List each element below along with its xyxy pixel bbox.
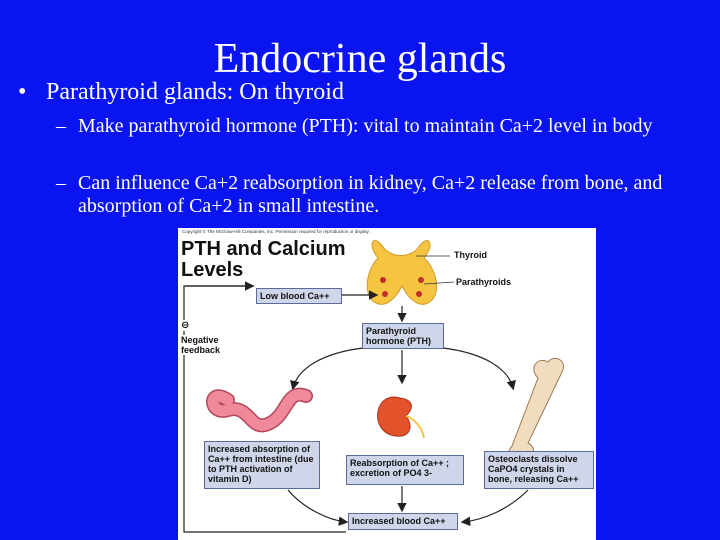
kidney-illustration — [378, 397, 424, 438]
subbullet-text: Make parathyroid hormone (PTH): vital to… — [56, 115, 706, 138]
bullet-parathyroid: •Parathyroid glands: On thyroid — [18, 78, 344, 106]
bullet-marker: • — [18, 78, 46, 106]
label-thyroid: Thyroid — [454, 250, 487, 260]
box-intestine-absorption: Increased absorption of Ca++ from intest… — [204, 441, 320, 489]
subbullet-marker: – — [56, 172, 66, 195]
pth-calcium-figure: Copyright © The McGraw-Hill Companies, I… — [178, 228, 596, 540]
label-negative-feedback: Negative feedback — [181, 335, 241, 355]
figure-title-line: Levels — [181, 260, 345, 281]
subbullet-marker: – — [56, 115, 66, 138]
figure-title-line: PTH and Calcium — [181, 239, 345, 260]
intestine-illustration — [213, 395, 306, 426]
thyroid-gland-illustration — [367, 241, 436, 305]
box-increased-blood-calcium: Increased blood Ca++ — [348, 513, 458, 530]
label-parathyroids: Parathyroids — [456, 277, 511, 287]
figure-title: PTH and Calcium Levels — [181, 239, 345, 281]
box-low-blood-calcium: Low blood Ca++ — [256, 288, 342, 304]
parathyroid-dot — [416, 291, 422, 297]
subbullet-influence: – Can influence Ca+2 reabsorption in kid… — [56, 172, 706, 218]
figure-copyright: Copyright © The McGraw-Hill Companies, I… — [182, 229, 370, 234]
parathyroid-dot — [382, 291, 388, 297]
negative-sign-icon: ⊖ — [181, 320, 189, 331]
parathyroid-dot — [418, 277, 424, 283]
bullet-text: Parathyroid glands: On thyroid — [46, 79, 344, 105]
subbullet-pth: – Make parathyroid hormone (PTH): vital … — [56, 115, 706, 138]
parathyroid-dot — [380, 277, 386, 283]
slide-title: Endocrine glands — [0, 36, 720, 82]
subbullet-text: Can influence Ca+2 reabsorption in kidne… — [56, 172, 706, 218]
bone-illustration — [509, 358, 563, 459]
box-kidney-reabsorption: Reabsorption of Ca++ ; excretion of PO4 … — [346, 455, 464, 485]
box-pth: Parathyroid hormone (PTH) — [362, 323, 444, 349]
box-bone-osteoclasts: Osteoclasts dissolve CaPO4 crystals in b… — [484, 451, 594, 489]
